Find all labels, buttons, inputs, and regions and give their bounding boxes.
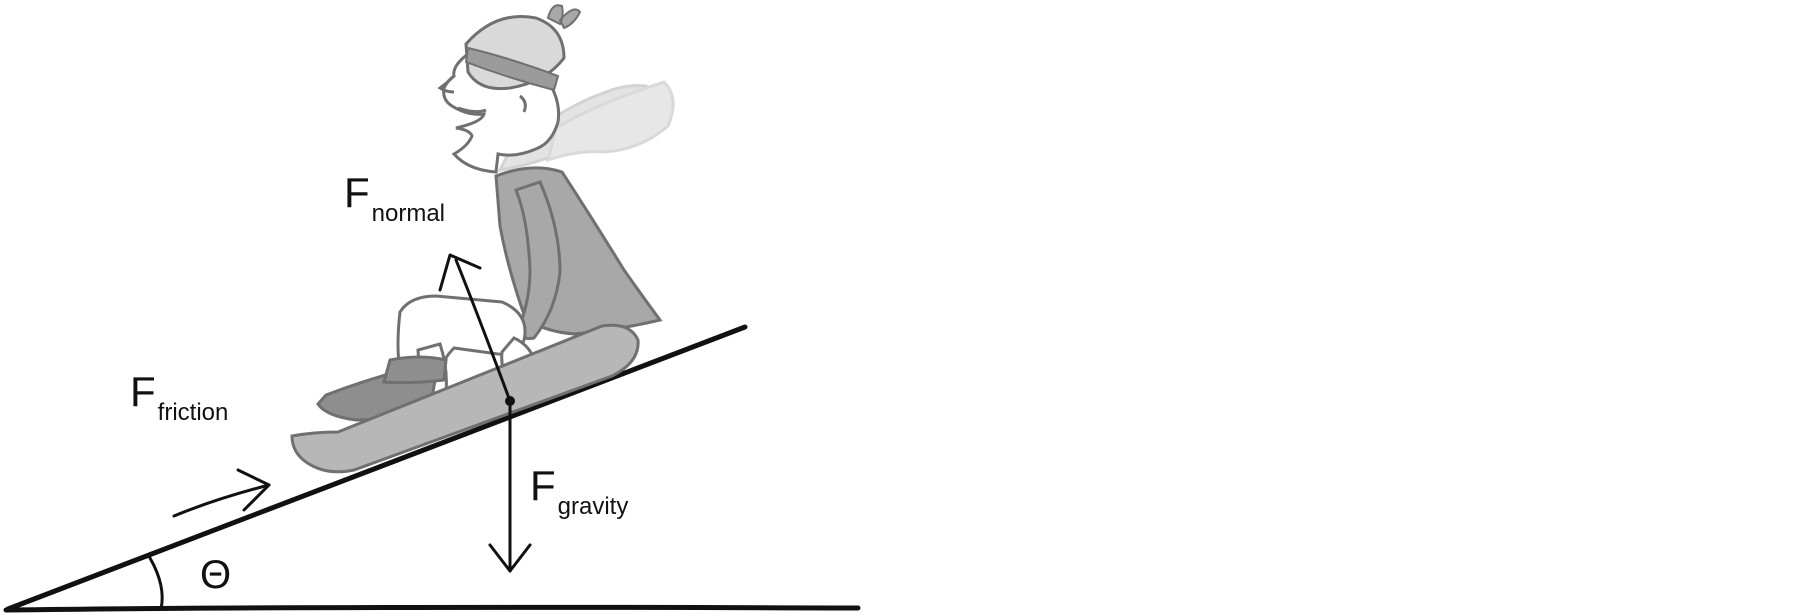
center-of-mass-dot	[505, 396, 515, 406]
friction-force-symbol: F	[130, 368, 156, 415]
hat-pom	[546, 4, 582, 30]
sled-rider	[290, 4, 675, 474]
rider-boot-front	[382, 355, 448, 385]
ground-line	[3, 604, 861, 613]
force-arrows	[172, 253, 532, 573]
rider-ear	[519, 94, 527, 113]
scarf-tail	[545, 80, 675, 163]
normal-force-arrow-head	[438, 253, 482, 292]
angle-arc	[148, 556, 164, 611]
normal-force-label: Fnormal	[344, 169, 445, 226]
normal-force-arrow-line	[454, 258, 512, 403]
rider-nose	[437, 74, 456, 94]
sled	[290, 323, 640, 474]
friction-force-arrow-line	[172, 483, 271, 518]
rider-mouth	[457, 106, 487, 114]
normal-force-symbol: F	[344, 169, 370, 216]
ground-and-slope	[3, 324, 861, 613]
gravity-force-label: Fgravity	[530, 462, 628, 519]
friction-force-arrow-head	[236, 468, 271, 512]
normal-force-subscript: normal	[371, 200, 446, 227]
slope-line	[5, 324, 748, 612]
friction-force-subscript: friction	[157, 399, 229, 426]
gravity-force-subscript: gravity	[557, 493, 629, 520]
friction-force-label: Ffriction	[130, 368, 228, 425]
gravity-force-arrow-head	[488, 543, 532, 573]
hat-band	[464, 46, 560, 92]
angle-theta-label: Θ	[200, 553, 232, 597]
gravity-force-symbol: F	[530, 462, 556, 509]
